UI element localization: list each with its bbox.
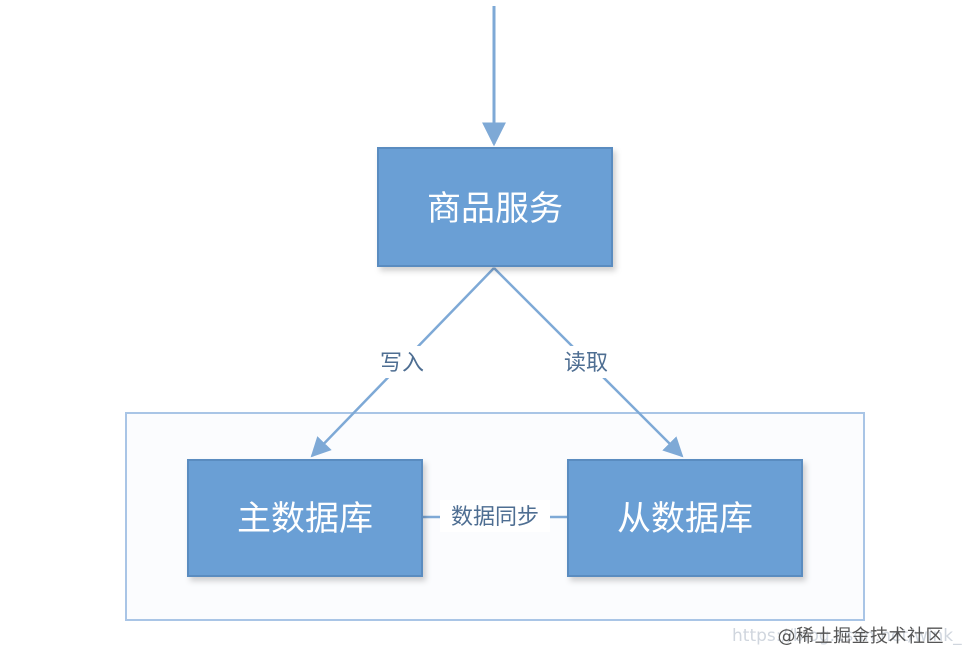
edge-read-label: 读取 [564,351,608,376]
node-master-db-label: 主数据库 [237,499,373,539]
watermark-url: https://blog.csdn.net/wink_pure [732,626,962,646]
node-product-service-label: 商品服务 [427,189,563,229]
node-master-db-box [187,459,423,577]
edge-read-label-bg [556,346,616,378]
node-product-service[interactable]: 商品服务 [377,147,613,267]
edge-write-label: 写入 [380,351,424,376]
node-slave-db-label: 从数据库 [617,499,753,539]
node-slave-db[interactable]: 从数据库 [567,459,803,577]
node-slave-db-box [567,459,803,577]
watermark-brand: @稀土掘金技术社区 [777,626,944,647]
node-master-db[interactable]: 主数据库 [187,459,423,577]
edge-sync-label: 数据同步 [451,505,539,530]
edge-sync-label-bg [440,500,550,532]
node-product-service-box [377,147,613,267]
edge-write-label-bg [372,346,432,378]
